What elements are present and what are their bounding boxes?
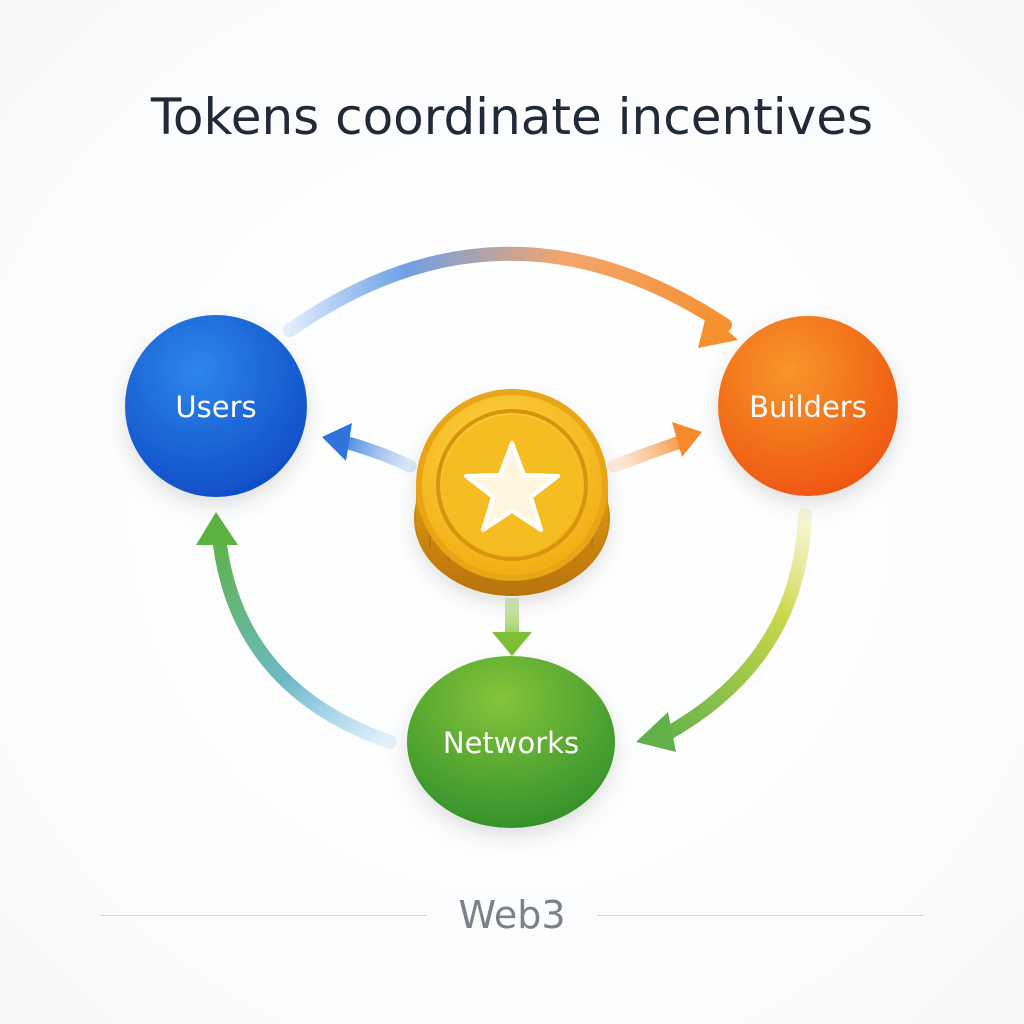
arrowhead-networks-icon — [636, 712, 676, 752]
node-users — [125, 315, 307, 497]
arc-users-to-builders — [283, 246, 732, 337]
arrowhead-users-icon — [196, 512, 238, 545]
footer-divider-left — [100, 915, 427, 916]
node-builders — [718, 316, 898, 496]
arrow-coin-to-users — [338, 435, 417, 473]
footer-divider-right — [597, 915, 924, 916]
arrowhead-to-networks-icon — [492, 632, 532, 656]
node-networks — [407, 656, 615, 828]
node-users-label: Users — [175, 390, 256, 424]
page-title: Tokens coordinate incentives — [150, 88, 874, 146]
footer-label: Web3 — [458, 893, 566, 937]
arrowhead-builders-icon — [698, 312, 738, 348]
node-networks-label: Networks — [443, 726, 579, 760]
arrowhead-to-users-icon — [322, 423, 352, 461]
node-builders-label: Builders — [749, 390, 867, 424]
arrowhead-to-builders-icon — [672, 422, 702, 457]
arc-networks-to-users — [213, 538, 397, 749]
star-coin-icon — [414, 389, 610, 596]
arrow-coin-to-builders — [607, 435, 687, 473]
arc-builders-to-networks — [658, 508, 812, 742]
